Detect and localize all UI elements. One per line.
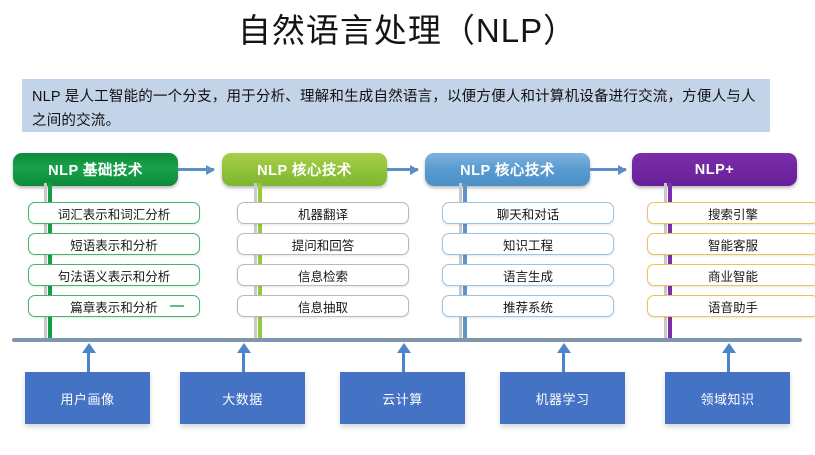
arrow-right-icon-2 bbox=[387, 164, 419, 175]
arrow-right-icon-1 bbox=[178, 164, 215, 175]
list-item[interactable]: 词汇表示和词汇分析 bbox=[28, 202, 200, 224]
arrow-up-icon-5 bbox=[721, 343, 736, 372]
stem-shadow-1 bbox=[44, 183, 47, 338]
foundation-baseline bbox=[12, 338, 802, 342]
list-item[interactable]: 推荐系统 bbox=[442, 295, 614, 317]
stem-shadow-3 bbox=[459, 183, 462, 338]
pillar-header-4[interactable]: NLP+ bbox=[632, 153, 797, 186]
list-item[interactable]: 篇章表示和分析 bbox=[28, 295, 200, 317]
stem-2 bbox=[258, 183, 262, 338]
list-item[interactable]: 智能客服 bbox=[647, 233, 815, 255]
list-item[interactable]: 信息检索 bbox=[237, 264, 409, 286]
list-item[interactable]: 商业智能 bbox=[647, 264, 815, 286]
arrow-right-icon-3 bbox=[590, 164, 627, 175]
list-item[interactable]: 语言生成 bbox=[442, 264, 614, 286]
arrow-up-icon-2 bbox=[236, 343, 251, 372]
intro-banner: NLP 是人工智能的一个分支，用于分析、理解和生成自然语言，以便方便人和计算机设… bbox=[22, 79, 770, 132]
stem-4 bbox=[668, 183, 672, 338]
foundation-box-3[interactable]: 云计算 bbox=[340, 372, 465, 424]
list-item[interactable]: 提问和回答 bbox=[237, 233, 409, 255]
stem-1 bbox=[48, 183, 52, 338]
list-item[interactable]: 知识工程 bbox=[442, 233, 614, 255]
arrow-up-icon-3 bbox=[396, 343, 411, 372]
list-item[interactable]: 句法语义表示和分析 bbox=[28, 264, 200, 286]
stem-shadow-2 bbox=[254, 183, 257, 338]
pillar-header-2[interactable]: NLP 核心技术 bbox=[222, 153, 387, 186]
foundation-box-4[interactable]: 机器学习 bbox=[500, 372, 625, 424]
list-item[interactable]: 聊天和对话 bbox=[442, 202, 614, 224]
list-item[interactable]: 机器翻译 bbox=[237, 202, 409, 224]
decorative-dash bbox=[170, 305, 184, 307]
pillar-header-1[interactable]: NLP 基础技术 bbox=[13, 153, 178, 186]
list-item[interactable]: 短语表示和分析 bbox=[28, 233, 200, 255]
arrow-up-icon-4 bbox=[556, 343, 571, 372]
list-item[interactable]: 信息抽取 bbox=[237, 295, 409, 317]
pillar-header-3[interactable]: NLP 核心技术 bbox=[425, 153, 590, 186]
arrow-up-icon-1 bbox=[81, 343, 96, 372]
foundation-box-5[interactable]: 领域知识 bbox=[665, 372, 790, 424]
list-item[interactable]: 语音助手 bbox=[647, 295, 815, 317]
foundation-box-1[interactable]: 用户画像 bbox=[25, 372, 150, 424]
stem-shadow-4 bbox=[664, 183, 667, 338]
stem-3 bbox=[463, 183, 467, 338]
list-item[interactable]: 搜索引擎 bbox=[647, 202, 815, 224]
foundation-box-2[interactable]: 大数据 bbox=[180, 372, 305, 424]
page-title: 自然语言处理（NLP） bbox=[237, 12, 578, 49]
